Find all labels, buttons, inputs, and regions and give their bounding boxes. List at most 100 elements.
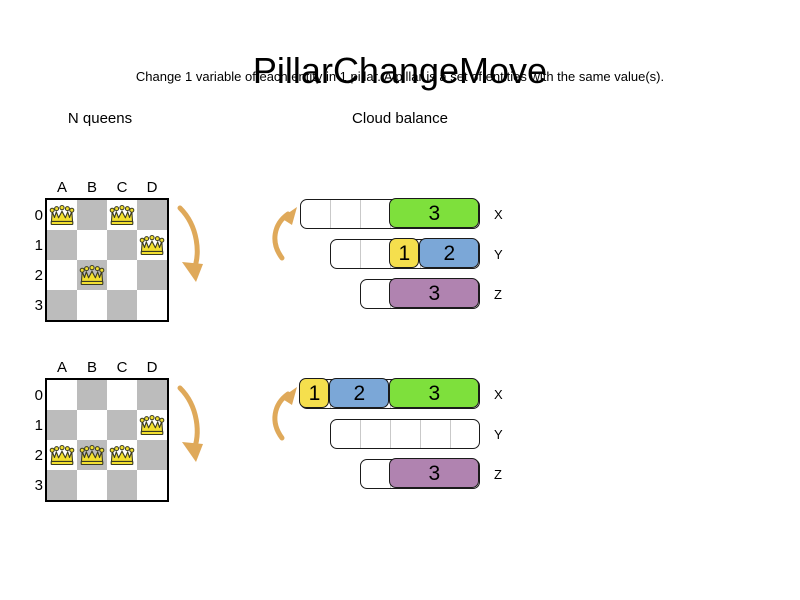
board-cell-a1[interactable] [47,410,77,440]
board-cell-b3[interactable] [77,470,107,500]
board-cell-a2[interactable] [47,440,77,470]
board-cell-c0[interactable] [107,380,137,410]
queens-transition-arrow-top [168,198,218,298]
process-block-1[interactable]: 1 [299,378,330,409]
board-cell-d0[interactable] [137,380,167,410]
process-label: 3 [428,381,441,405]
board-cell-d0[interactable] [137,200,167,230]
board-cell-b1[interactable] [77,410,107,440]
computer-name-y: Y [494,247,503,262]
board-cell-d1[interactable] [137,410,167,440]
board-cell-a3[interactable] [47,470,77,500]
row-label-1: 1 [34,417,43,434]
cloud-transition-arrow-bottom [268,378,308,453]
capacity-unit [421,420,451,448]
row-label-2: 2 [34,267,43,284]
curved-down-arrow-icon [177,205,203,282]
process-block-2[interactable]: 2 [329,378,390,409]
board-cell-c2[interactable] [107,260,137,290]
board-cell-d1[interactable] [137,230,167,260]
capacity-unit [361,420,391,448]
board-cell-c3[interactable] [107,290,137,320]
column-label-d: D [146,179,158,196]
board-cell-d3[interactable] [137,290,167,320]
board-cell-a0[interactable] [47,380,77,410]
capacity-unit [451,420,481,448]
row-label-1: 1 [34,237,43,254]
computer-capacity-bar-z[interactable]: 3 [360,458,480,489]
computer-name-z: Z [494,467,502,482]
board-cell-a3[interactable] [47,290,77,320]
column-label-b: B [86,359,97,376]
column-label-a: A [56,179,67,196]
capacity-unit [361,460,391,488]
board-cell-c0[interactable] [107,200,137,230]
process-block-2[interactable]: 2 [419,238,480,269]
row-label-3: 3 [34,297,43,314]
process-label: 1 [398,241,411,265]
board-cell-b2[interactable] [77,260,107,290]
board-cell-c1[interactable] [107,230,137,260]
column-label-b: B [86,179,97,196]
capacity-unit [361,200,391,228]
board-cell-c2[interactable] [107,440,137,470]
board-cell-b0[interactable] [77,380,107,410]
row-label-0: 0 [34,207,43,224]
computer-capacity-bar-z[interactable]: 3 [360,278,480,309]
computer-capacity-bar-y[interactable] [330,419,480,449]
capacity-unit [331,200,361,228]
board-cell-b2[interactable] [77,440,107,470]
process-block-3[interactable]: 3 [389,198,480,229]
board-cell-d2[interactable] [137,260,167,290]
board-cell-d3[interactable] [137,470,167,500]
row-label-2: 2 [34,447,43,464]
process-label: 2 [353,381,366,405]
board-cell-b0[interactable] [77,200,107,230]
computer-name-x: X [494,207,503,222]
curved-down-arrow-icon [177,385,203,462]
board-cell-b1[interactable] [77,230,107,260]
capacity-unit [361,240,391,268]
board-cell-a1[interactable] [47,230,77,260]
board-cell-d2[interactable] [137,440,167,470]
process-block-3[interactable]: 3 [389,458,480,489]
column-label-a: A [56,359,67,376]
process-block-3[interactable]: 3 [389,278,480,309]
curved-up-arrow-icon [272,207,297,261]
process-label: 3 [428,461,441,485]
capacity-unit [301,200,331,228]
column-label-d: D [146,359,158,376]
board-cell-a2[interactable] [47,260,77,290]
process-label: 3 [428,201,441,225]
curved-up-arrow-icon [272,387,297,441]
capacity-grid [331,420,481,448]
computer-row-y: Y [300,418,520,450]
board-cell-b3[interactable] [77,290,107,320]
computer-capacity-bar-x[interactable]: 3 [300,198,480,229]
page-title: PillarChangeMove [252,50,548,92]
section-label-cloudbalance: Cloud balance [352,110,448,127]
board-cell-c1[interactable] [107,410,137,440]
board-cell-a0[interactable] [47,200,77,230]
process-label: 1 [308,381,321,405]
computer-capacity-bar-x[interactable]: 1 2 3 [299,378,480,409]
section-label-nqueens: N queens [67,110,133,127]
process-label: 3 [428,281,441,305]
process-label: 2 [443,241,456,265]
process-block-1[interactable]: 1 [389,238,420,269]
column-label-c: C [116,359,128,376]
board-cell-c3[interactable] [107,470,137,500]
process-block-3[interactable]: 3 [389,378,480,409]
computer-name-y: Y [494,427,503,442]
capacity-unit [361,280,391,308]
